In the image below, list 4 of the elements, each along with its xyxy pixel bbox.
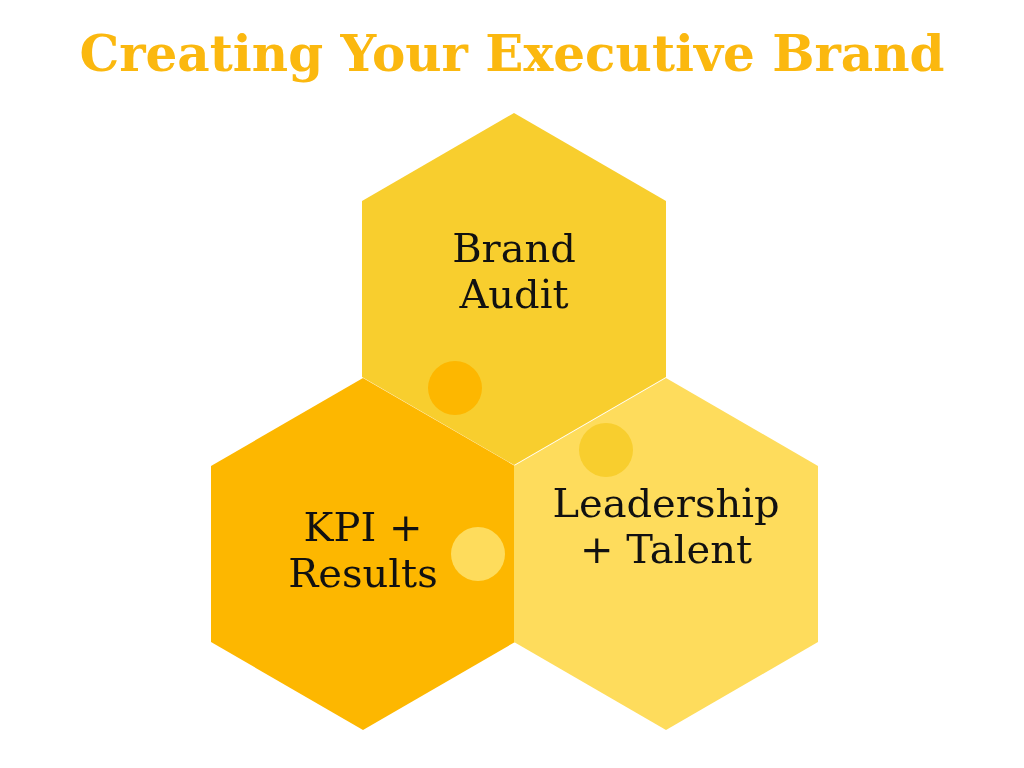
piece-label: Leadership + Talent: [551, 480, 781, 572]
piece-label: KPI + Results: [287, 504, 439, 596]
piece-label: Brand Audit: [451, 225, 577, 317]
title: Creating Your Executive Brand: [78, 24, 946, 83]
